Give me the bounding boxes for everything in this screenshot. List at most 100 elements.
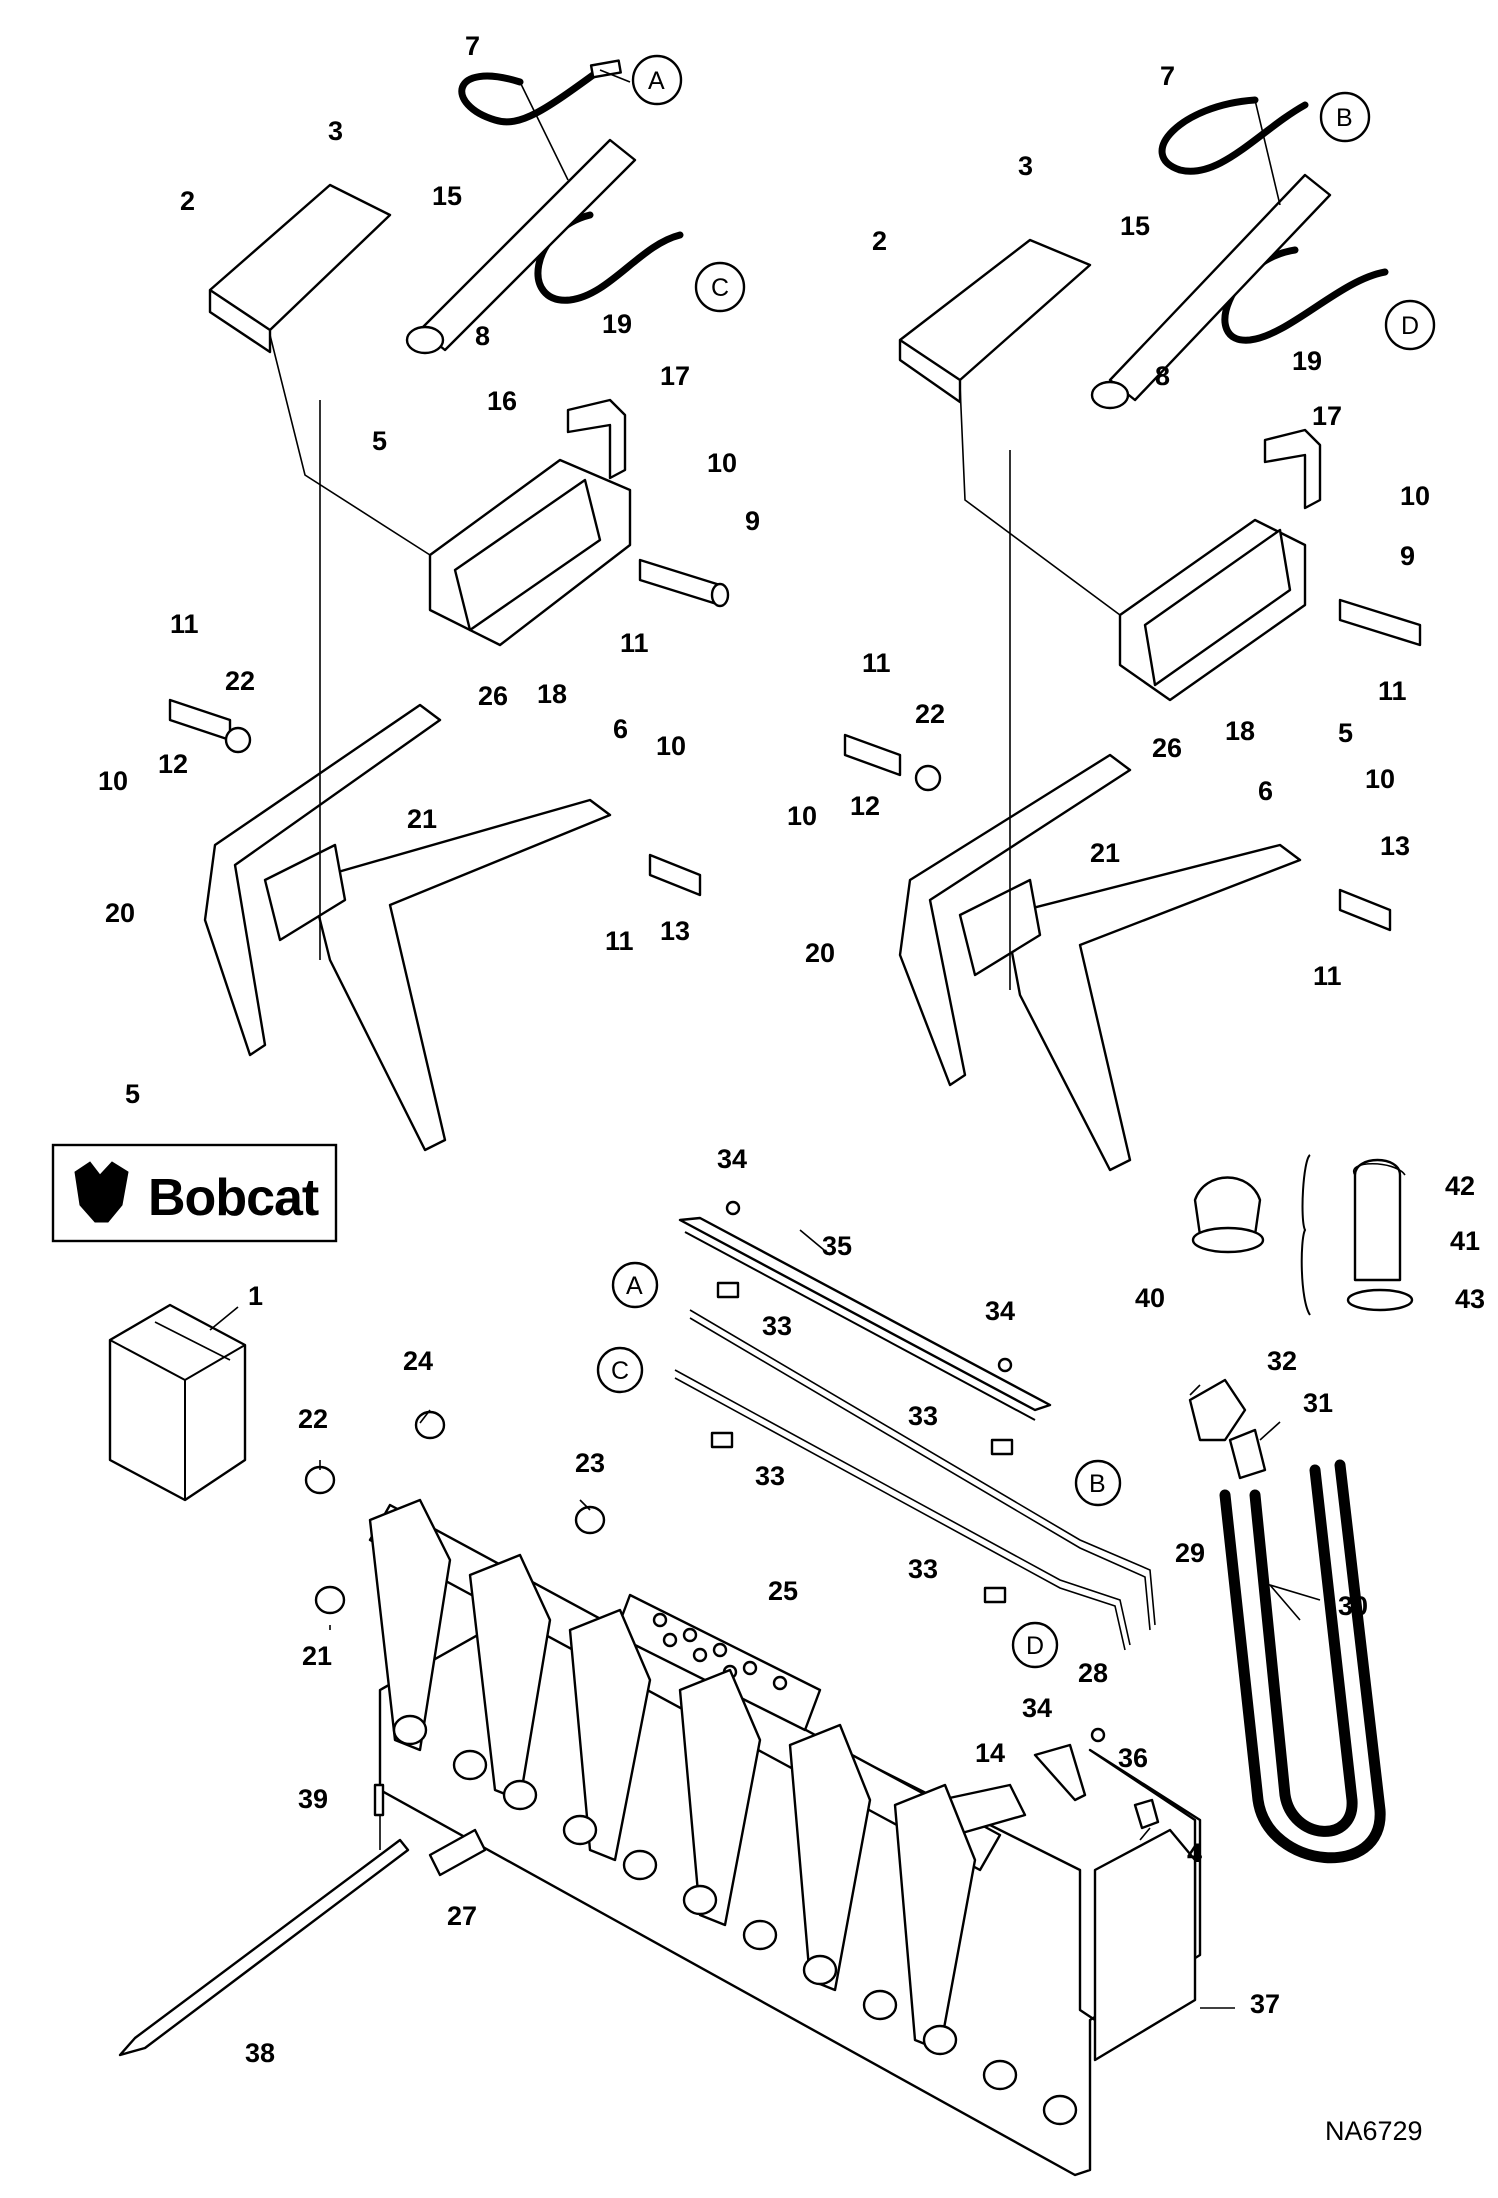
callout: 10 [787,801,817,831]
bushing-22 [304,1465,336,1495]
fitting-31 [1228,1428,1267,1480]
connector-label: D [1026,1632,1044,1660]
callout: 8 [1155,361,1170,391]
bushing-24 [414,1410,446,1440]
connector-label: C [711,274,729,302]
left-bushing-22 [224,726,252,754]
left-hose-7-fitting [589,59,622,79]
callout: 26 [1152,733,1182,763]
hose-30b [1249,1464,1358,1837]
bottom-callouts: 5 1 4 14 21 22 23 24 25 27 28 29 30 31 3… [125,1079,1485,2068]
left-bracket-17 [566,398,627,480]
callout: 5 [1338,718,1353,748]
callout: 2 [180,186,195,216]
callout: 17 [1312,401,1342,431]
callout: 39 [298,1784,328,1814]
callout: 15 [432,181,462,211]
callout: 19 [602,309,632,339]
callout: 2 [872,226,887,256]
callout: 31 [1303,1388,1333,1418]
callout: 21 [302,1641,332,1671]
connector-label: B [1089,1470,1106,1498]
callout: 8 [475,321,490,351]
callout: 4 [1187,1838,1202,1868]
callout: 7 [465,31,480,61]
left-cylinder-rod-end [405,325,445,355]
callout: 25 [768,1576,798,1606]
right-bushing-22 [914,764,942,792]
callout: 34 [985,1296,1015,1326]
callout: 35 [822,1231,852,1261]
decal-5-bobcat: Bobcat [51,1143,338,1243]
right-pin-13 [1338,888,1392,932]
callout: 12 [158,749,188,779]
clamp-33c [990,1438,1014,1456]
callout: 5 [125,1079,140,1109]
left-pin-9 [638,558,722,607]
tube-29 [689,1309,1156,1626]
callout: 43 [1455,1284,1485,1314]
clamp-33d [983,1586,1007,1604]
callout: 36 [1118,1743,1148,1773]
left-grapple-tines-20 [203,703,442,1057]
hose-assembly-30 [1188,1378,1386,1864]
connector-label: C [611,1357,629,1385]
hose-30a [1219,1459,1386,1864]
callout: 11 [170,609,199,639]
left-callouts: 2 3 5 6 7 8 9 10 10 10 11 11 11 12 13 15… [98,31,760,956]
callout: 27 [447,1901,477,1931]
bushing-23 [574,1505,606,1535]
fitting-32 [1188,1378,1247,1442]
callout: 10 [1365,764,1395,794]
callout: 42 [1445,1171,1475,1201]
callout: 13 [1380,831,1410,861]
clamp-33b [710,1431,734,1449]
callout: 15 [1120,211,1150,241]
right-grapple-assembly [843,96,1422,1172]
callout: 34 [717,1144,747,1174]
callout: 3 [1018,151,1033,181]
callout: 10 [656,731,686,761]
callout: 5 [372,426,387,456]
callout: 18 [537,679,567,709]
callout: 28 [1078,1658,1108,1688]
bracket-36 [1033,1743,1087,1802]
callout: 21 [1090,838,1120,868]
callout: 6 [1258,776,1273,806]
callout: 13 [660,916,690,946]
callout: 33 [762,1311,792,1341]
callout: 7 [1160,61,1175,91]
callout: 11 [605,926,634,956]
callout: 11 [620,628,649,658]
right-cover-3 [898,238,1092,404]
right-pin-9 [1338,598,1422,647]
frame-ribs [368,1498,977,2052]
callout: 33 [908,1401,938,1431]
callout: 41 [1450,1226,1480,1256]
connector-callouts: A C B D A C B D [596,54,1436,1669]
sleeve-27 [428,1828,487,1877]
left-pin-13 [648,853,702,897]
fitting-4 [1133,1798,1160,1830]
nut-34b [997,1357,1013,1373]
ring-43 [1346,1288,1414,1312]
callout: 10 [98,766,128,796]
leader-lines [209,1229,1321,2009]
callout: 22 [225,666,255,696]
dust-cap-40 [1193,1176,1262,1237]
callout: 22 [915,699,945,729]
rail-35 [678,1216,1052,1412]
box-1 [108,1303,247,1502]
callout: 11 [1313,961,1342,991]
callout: 22 [298,1404,328,1434]
callout: 33 [755,1461,785,1491]
connector-label: A [626,1272,643,1300]
dust-cap-kit [1191,1154,1414,1316]
left-grapple-assembly [168,59,730,1152]
nut-34c [1090,1727,1106,1743]
right-pin-12 [843,733,902,777]
bottom-tubes [392,1714,1078,2126]
callout: 19 [1292,346,1322,376]
callout: 40 [1135,1283,1165,1313]
